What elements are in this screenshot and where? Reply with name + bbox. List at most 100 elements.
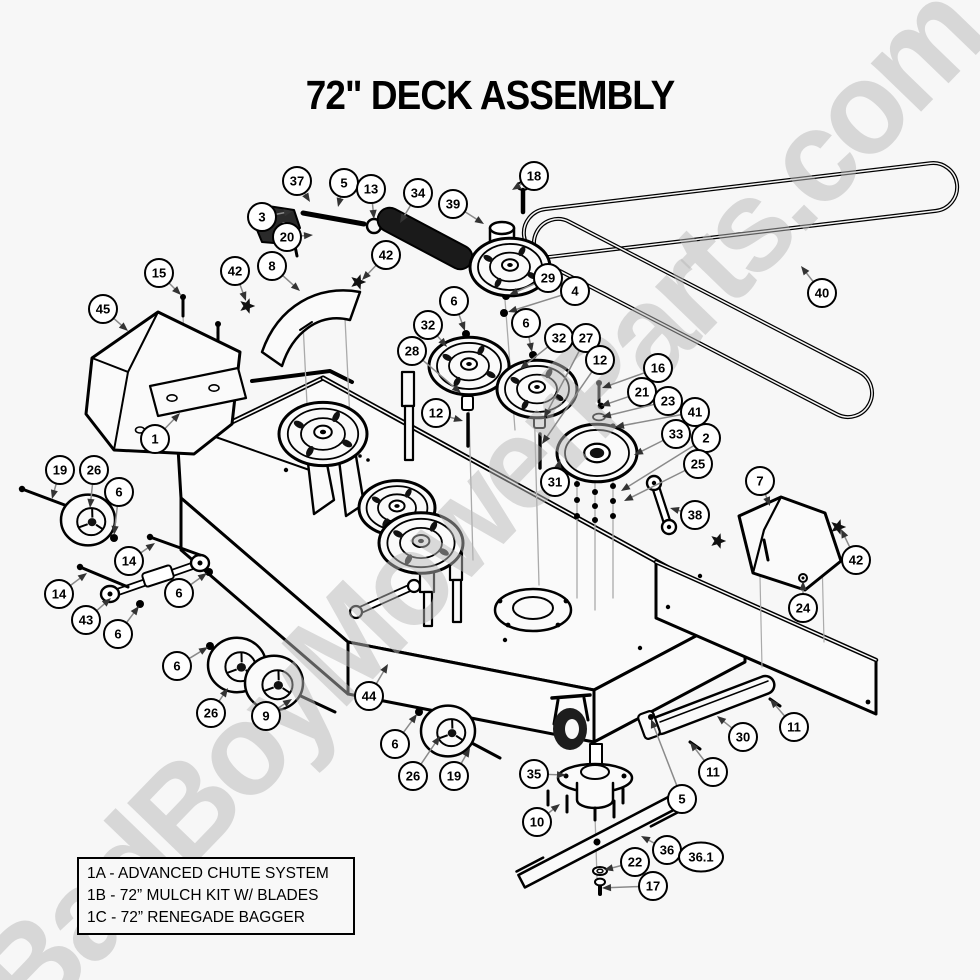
balloon-number: 27	[579, 331, 593, 346]
callout-balloon-6: 6	[162, 647, 208, 681]
hat-channel-rail	[250, 369, 354, 384]
leader-line	[125, 611, 135, 624]
leader-arrowhead	[554, 459, 562, 469]
balloon-number: 24	[796, 601, 811, 616]
balloon-circle	[88, 294, 118, 324]
balloon-number: 31	[548, 475, 562, 490]
balloon-number: 17	[646, 879, 660, 894]
leader-arrowhead	[690, 742, 699, 752]
balloon-number: 15	[152, 266, 166, 281]
balloon-circle	[140, 424, 170, 454]
page-title: 72" DECK ASSEMBLY	[305, 72, 675, 118]
callout-balloon-37: 37	[282, 166, 312, 202]
balloon-number: 18	[527, 169, 541, 184]
callout-balloon-11: 11	[690, 742, 728, 787]
balloon-circle	[103, 619, 133, 649]
leader-arrowhead	[50, 489, 58, 499]
balloon-circle	[247, 202, 277, 232]
callout-balloon-16: 16	[602, 353, 673, 389]
leader-line	[774, 704, 786, 717]
leader-line	[630, 469, 686, 499]
leader-arrowhead	[290, 282, 300, 291]
leader-arrowhead	[544, 408, 552, 418]
leader-arrowhead	[801, 266, 810, 276]
balloon-circle	[71, 605, 101, 635]
leader-line	[189, 577, 201, 586]
balloon-number: 19	[447, 769, 461, 784]
balloon-number: 3	[258, 210, 265, 225]
leader-line	[449, 416, 456, 420]
callout-balloon-6: 6	[103, 606, 139, 649]
callout-balloon-31: 31	[540, 459, 570, 497]
leader-line	[547, 350, 581, 412]
leader-line	[458, 313, 463, 324]
callout-balloon-45: 45	[88, 294, 128, 331]
callout-balloon-26: 26	[196, 688, 228, 728]
leader-arrowhead	[602, 381, 612, 389]
callout-balloon-42: 42	[220, 256, 250, 301]
star-knob	[831, 519, 847, 535]
leader-arrowhead	[508, 305, 518, 313]
balloon-number: 41	[688, 405, 702, 420]
balloon-number: 28	[405, 344, 419, 359]
balloon-number: 42	[379, 248, 393, 263]
balloon-number: 5	[340, 176, 347, 191]
balloon-number: 26	[406, 769, 420, 784]
legend-item: 1B - 72” MULCH KIT W/ BLADES	[87, 887, 319, 904]
balloon-number: 37	[290, 174, 304, 189]
balloon-circle	[397, 336, 427, 366]
leader-line	[611, 864, 622, 869]
callout-balloon-12: 12	[542, 345, 615, 444]
balloon-circle	[680, 500, 710, 530]
callout-balloon-22: 22	[604, 847, 650, 877]
callout-balloon-34: 34	[400, 178, 433, 223]
leader-arrowhead	[615, 421, 625, 429]
balloon-number: 11	[787, 720, 801, 735]
leader-line	[722, 720, 733, 729]
balloon-number: 20	[280, 230, 294, 245]
leader-arrowhead	[624, 493, 634, 501]
leader-arrowhead	[400, 213, 408, 223]
leader-arrowhead	[650, 719, 658, 729]
balloon-circle	[398, 761, 428, 791]
leader-line	[90, 483, 94, 501]
leader-arrowhead	[380, 664, 388, 674]
callout-balloon-20: 20	[272, 222, 313, 252]
callout-balloon-10: 10	[522, 804, 560, 837]
callout-balloon-28: 28	[397, 336, 461, 393]
leader-line	[436, 335, 443, 342]
legend-item: 1A - ADVANCED CHUTE SYSTEM	[87, 865, 329, 882]
callout-balloon-8: 8	[257, 251, 300, 291]
leader-line	[515, 294, 562, 311]
callout-balloon-43: 43	[71, 598, 111, 635]
leader-arrowhead	[362, 271, 371, 280]
leader-line	[647, 839, 656, 845]
leader-arrowhead	[219, 688, 228, 698]
idler-arm-link	[645, 474, 678, 536]
balloon-circle	[144, 258, 174, 288]
callout-balloon-39: 39	[438, 189, 484, 224]
deck-caster-wheel	[550, 693, 592, 750]
leader-line	[547, 808, 555, 814]
callout-balloon-30: 30	[717, 716, 758, 752]
balloon-circle	[585, 345, 615, 375]
balloon-circle	[438, 189, 468, 219]
leader-line	[460, 754, 467, 765]
balloon-circle	[807, 278, 837, 308]
leader-line	[545, 371, 593, 438]
balloon-circle	[745, 466, 775, 496]
star-knob	[240, 298, 256, 314]
callout-balloon-26: 26	[398, 736, 440, 791]
leader-arrowhead	[239, 291, 247, 301]
star-knob	[351, 274, 367, 290]
leader-arrowhead	[172, 286, 181, 295]
spindle-pulley	[377, 511, 465, 575]
leader-line	[140, 546, 149, 554]
leader-arrowhead	[118, 322, 128, 331]
callout-balloon-19: 19	[439, 748, 470, 791]
leader-arrowhead	[303, 232, 313, 240]
leader-arrowhead	[717, 716, 727, 725]
balloon-circle	[114, 546, 144, 576]
leader-line	[609, 885, 640, 889]
